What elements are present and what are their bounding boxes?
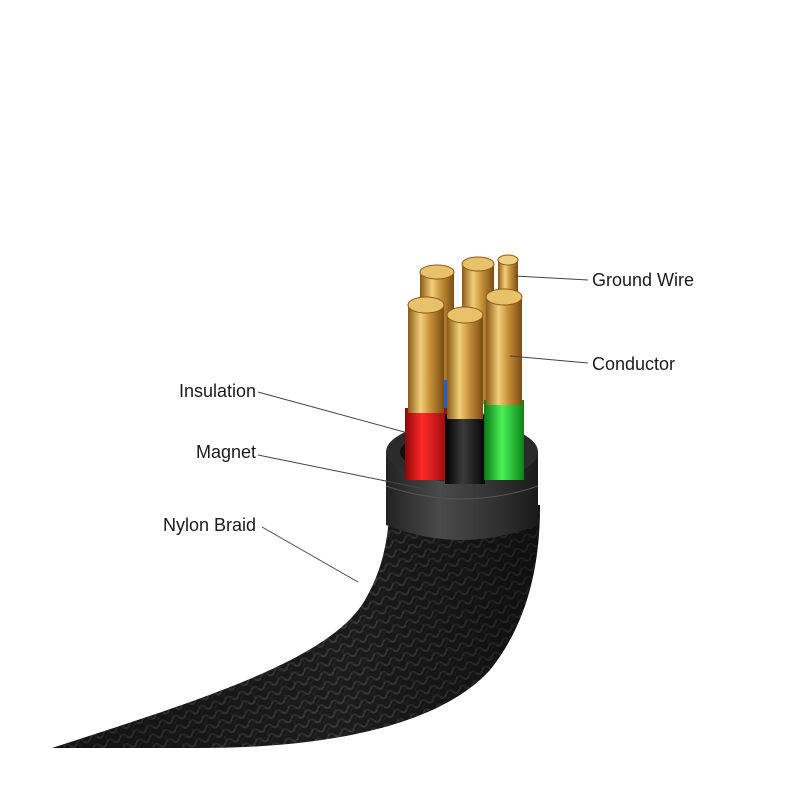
wire-black — [445, 306, 485, 484]
wire-green — [484, 288, 524, 480]
leader-conductor — [509, 355, 589, 364]
leader-ground-wire — [514, 275, 589, 281]
leader-insulation — [257, 391, 409, 434]
leader-nylon-braid — [261, 526, 359, 583]
label-conductor: Conductor — [592, 354, 675, 374]
label-insulation: Insulation — [179, 381, 256, 401]
label-magnet: Magnet — [196, 442, 256, 462]
wire-red — [405, 296, 447, 480]
label-ground-wire: Ground Wire — [592, 270, 694, 290]
nylon-braid-body — [52, 505, 540, 748]
label-nylon-braid: Nylon Braid — [163, 515, 256, 535]
leader-magnet — [257, 454, 421, 489]
